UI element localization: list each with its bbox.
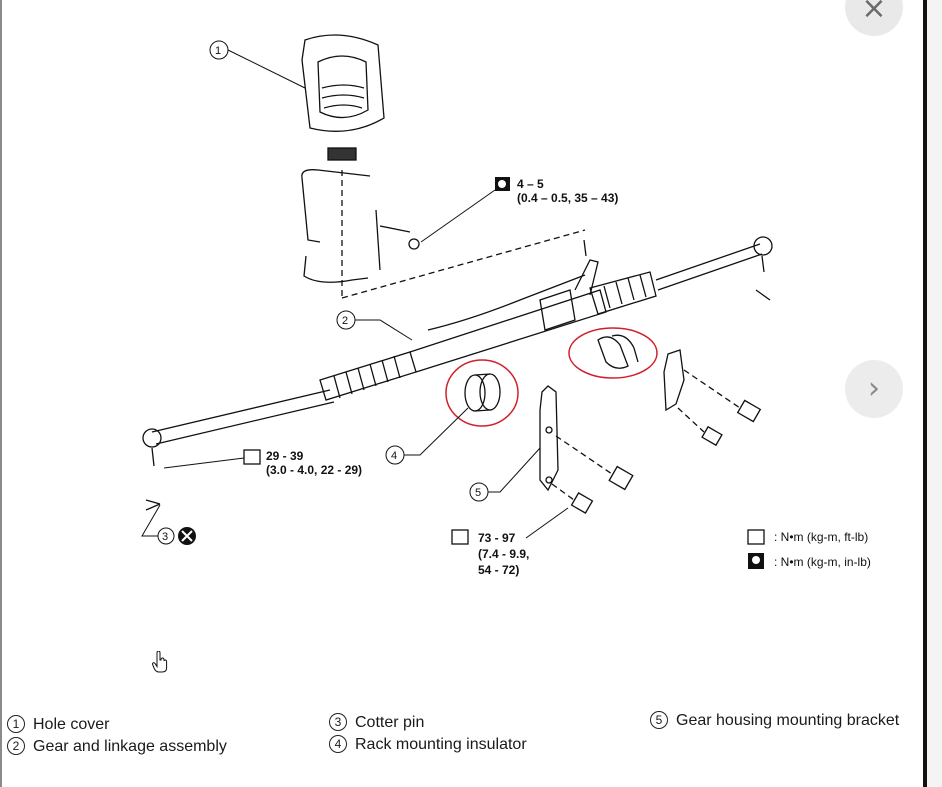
insulator-4-part [445, 359, 519, 427]
svg-text:4: 4 [391, 450, 397, 462]
legend-label: Gear and linkage assembly [33, 738, 227, 755]
torque-callout-top: 4 – 5 (0.4 – 0.5, 35 – 43) [420, 177, 618, 243]
torque-tie-rod-value: 29 - 39 [266, 449, 304, 463]
callout-4: 4 [385, 407, 469, 465]
unit-inlb-label: : N•m (kg-m, in-lb) [774, 555, 871, 569]
legend-item-4: 4 Rack mounting insulator [329, 735, 527, 754]
insulator-removed-part [568, 327, 658, 379]
legend-item-1: 1 Hole cover [7, 715, 109, 734]
legend-label: Cotter pin [355, 714, 425, 731]
legend-item-3: 3 Cotter pin [329, 713, 424, 732]
torque-bracket-value: 73 - 97 [478, 531, 516, 545]
rack-assembly-part [142, 229, 773, 511]
callout-5: 5 [469, 447, 541, 502]
torque-tie-rod-sub: (3.0 - 4.0, 22 - 29) [266, 463, 362, 477]
hand-cursor-icon [152, 651, 168, 673]
legend-item-2: 2 Gear and linkage assembly [7, 737, 227, 756]
mounting-bracket-part [539, 349, 762, 514]
legend-label: Gear housing mounting bracket [676, 712, 900, 729]
unit-ftlb-label: : N•m (kg-m, ft-lb) [774, 530, 868, 544]
torque-unit-legend: : N•m (kg-m, ft-lb) : N•m (kg-m, in-lb) [747, 529, 871, 569]
torque-top-sub: (0.4 – 0.5, 35 – 43) [517, 191, 618, 205]
torque-bracket-sub2: 54 - 72) [478, 563, 519, 577]
legend-label: Rack mounting insulator [355, 736, 527, 753]
viewer-right-border [923, 0, 927, 787]
torque-callout-bracket: 73 - 97 (7.4 - 9.9, 54 - 72) [451, 507, 569, 577]
legend-number: 4 [329, 735, 347, 753]
legend-item-5: 5 Gear housing mounting bracket [650, 711, 899, 730]
next-image-button[interactable]: › [845, 360, 903, 418]
legend-number: 2 [7, 737, 25, 755]
torque-callout-tie-rod: 29 - 39 (3.0 - 4.0, 22 - 29) [163, 449, 362, 477]
torque-top-value: 4 – 5 [517, 177, 544, 191]
legend-number: 3 [329, 713, 347, 731]
hole-cover-part [301, 34, 420, 298]
legend-label: Hole cover [33, 716, 110, 733]
close-icon: × [861, 0, 887, 26]
legend-number: 5 [650, 711, 668, 729]
svg-text:3: 3 [162, 531, 168, 543]
callout-2: 2 [336, 310, 413, 341]
viewer-right-strip [927, 0, 942, 787]
steering-rack-diagram: 4 – 5 (0.4 – 0.5, 35 – 43) [141, 34, 871, 577]
torque-bracket-sub1: (7.4 - 9.9, [478, 547, 529, 561]
viewer-left-border [0, 0, 2, 787]
svg-text:1: 1 [215, 45, 221, 57]
callout-1: 1 [209, 40, 306, 89]
callout-3: 3 [141, 504, 196, 545]
chevron-right-icon: › [868, 371, 880, 406]
svg-text:5: 5 [475, 487, 481, 499]
legend-number: 1 [7, 715, 25, 733]
svg-text:2: 2 [342, 315, 348, 327]
